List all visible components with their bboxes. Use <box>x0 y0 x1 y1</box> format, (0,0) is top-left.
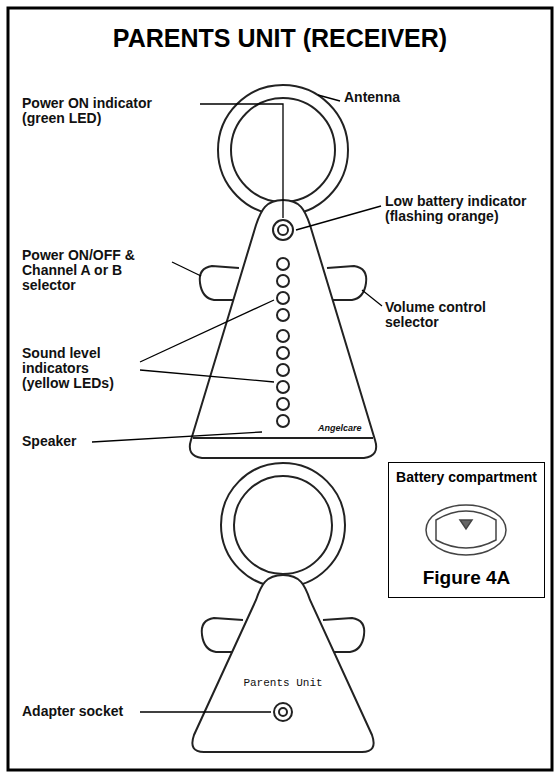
leader-lines <box>92 95 382 712</box>
part-label: Speaker <box>22 434 92 449</box>
part-label: Power ON indicator (green LED) <box>22 96 194 126</box>
part-label: Adapter socket <box>22 704 140 719</box>
part-label: Volume control selector <box>385 300 515 330</box>
part-label: Power ON/OFF & Channel A or B selector <box>22 248 162 293</box>
part-label: Antenna <box>344 90 464 105</box>
inset-heading: Battery compartment <box>396 469 537 485</box>
figure-number: Figure 4A <box>423 567 511 589</box>
part-label: Low battery indicator (flashing orange) <box>385 194 545 224</box>
back-view <box>192 463 373 752</box>
front-view <box>190 85 376 458</box>
figure-inset-box: Battery compartmentFigure 4A <box>388 462 545 598</box>
device-print: Parents Unit <box>233 678 333 690</box>
brand-logo: Angelcare <box>318 424 388 434</box>
part-label: Sound level indicators (yellow LEDs) <box>22 346 136 391</box>
diagram-title: PARENTS UNIT (RECEIVER) <box>10 24 550 53</box>
battery-cover <box>426 505 506 555</box>
outer-frame <box>8 8 552 770</box>
